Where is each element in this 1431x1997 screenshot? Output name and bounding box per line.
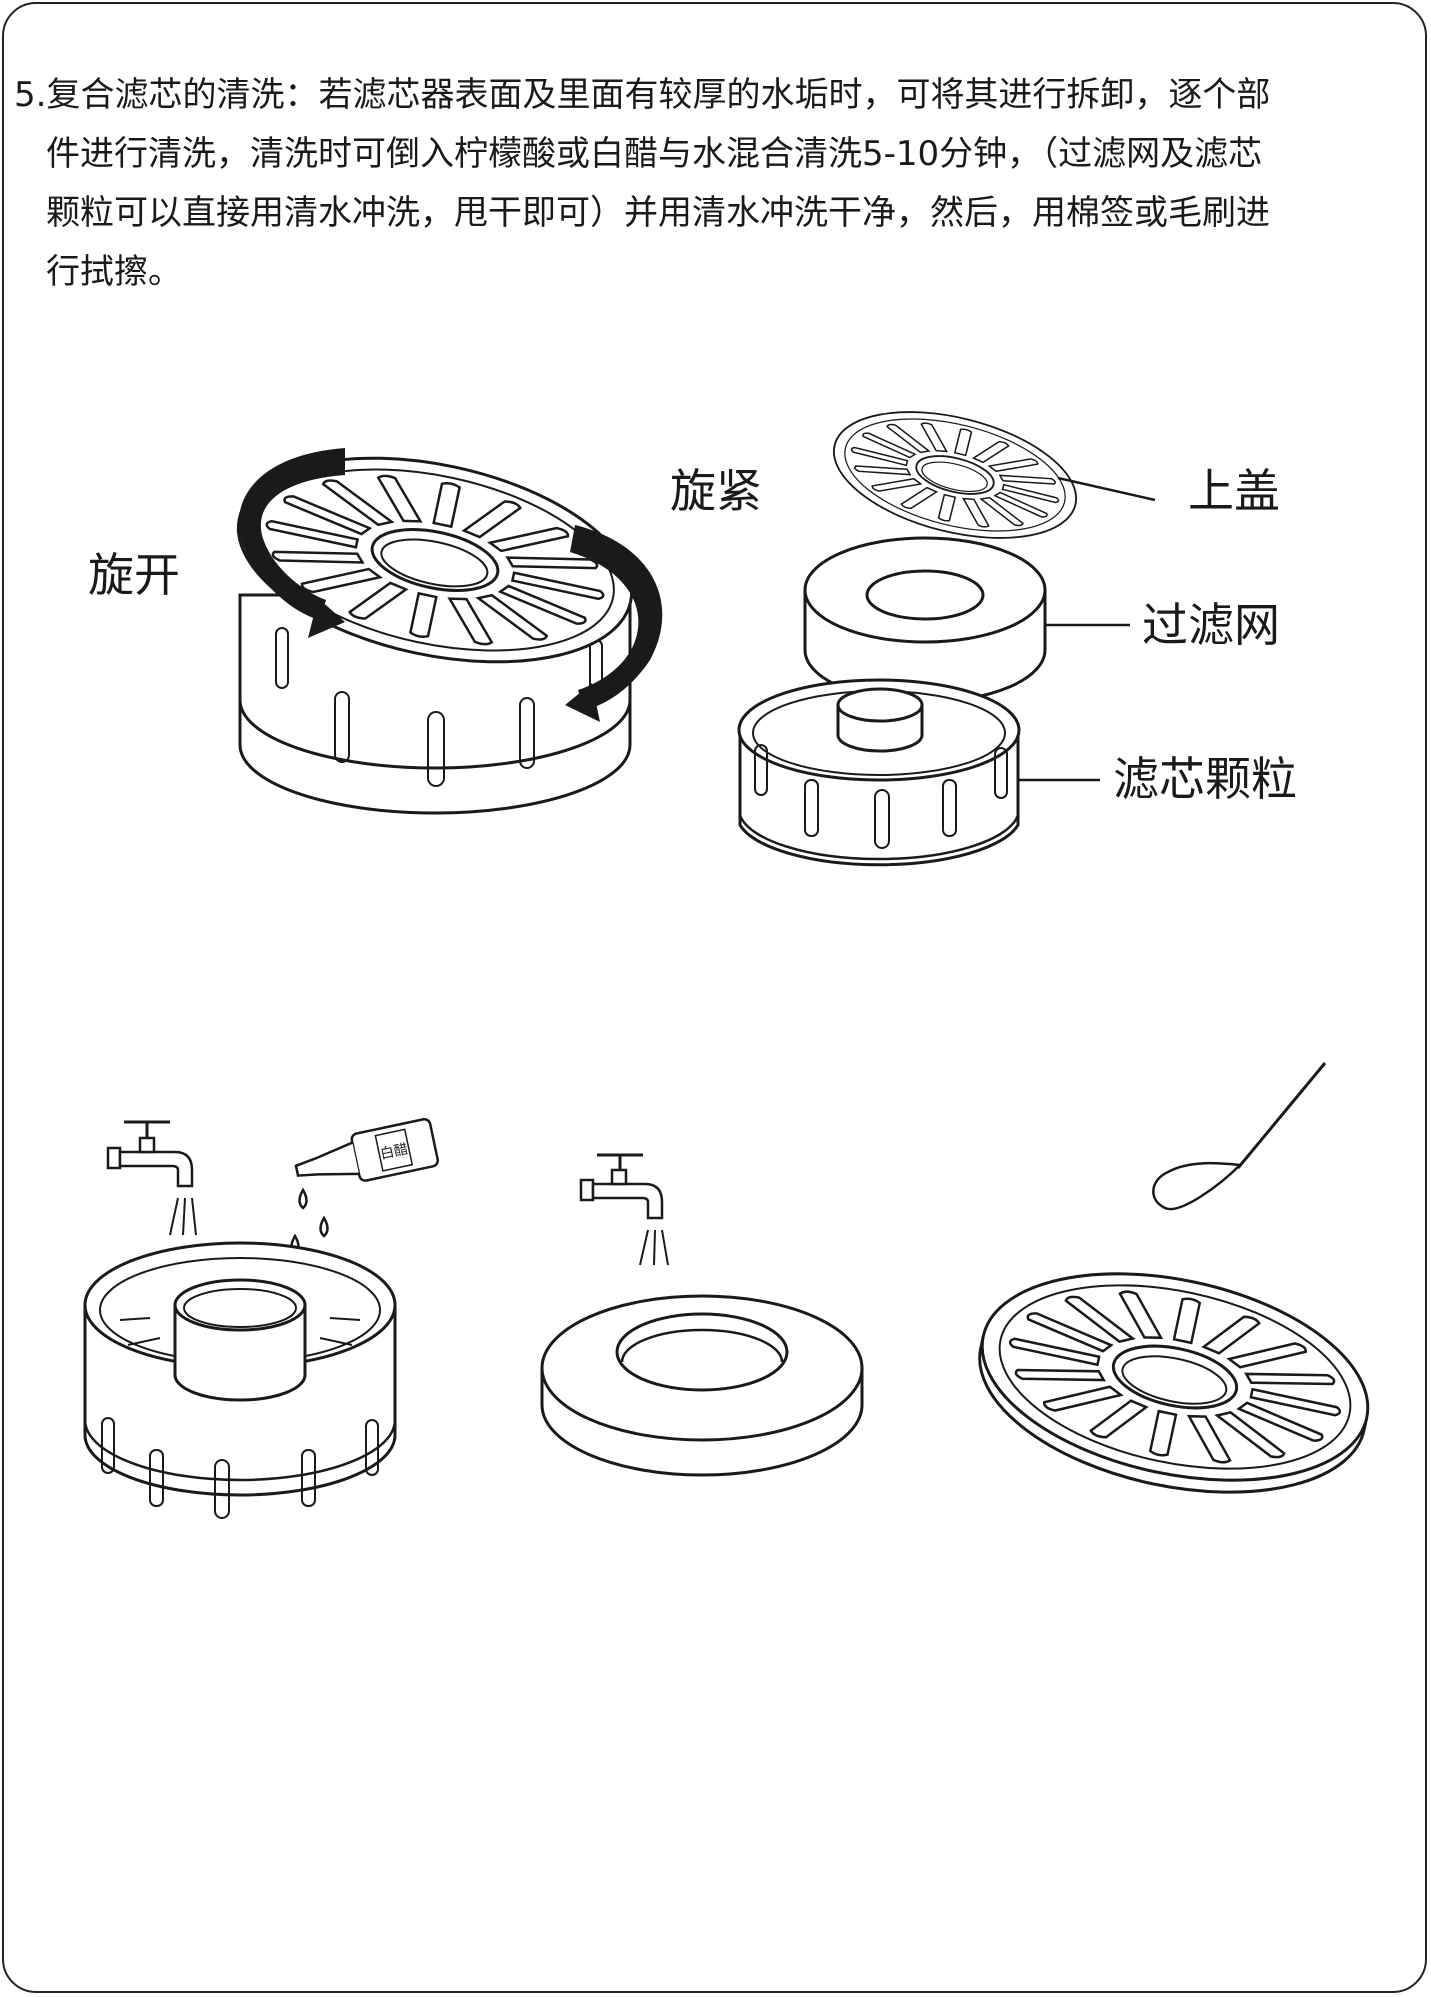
cover-slot [1043,1385,1124,1412]
cover-slot [1201,1315,1261,1355]
cover-slot [854,465,912,476]
cover-slot [993,491,1048,518]
cover-slot [432,482,461,529]
instruction-line-2: 件进行清洗，清洗时可倒入柠檬酸或白醋与水混合清洗5-10分钟，（过滤网及滤芯 [46,134,1263,174]
instruction-line-3: 颗粒可以直接用清水冲洗，甩干即可）并用清水冲洗干净，然后，用棉签或毛刷进 [46,193,1270,233]
label-filter-mesh: 过滤网 [1142,598,1280,652]
cover-slot [510,571,605,601]
cover-slot [871,477,923,492]
vinegar-bottle-icon: 白醋 [294,1117,440,1182]
cover-slot [300,567,383,594]
water-drop-icon [290,1187,329,1256]
top-cover-disk [961,1239,1389,1515]
vinegar-bottle-label: 白醋 [379,1141,410,1162]
cover-slot [850,446,909,467]
label-filter-granules: 滤芯颗粒 [1113,752,1297,806]
cover-slot [1014,1368,1106,1382]
cover-slot [1026,1312,1114,1353]
assembled-filter-cartridge [218,423,652,815]
cover-slot [979,496,1024,527]
cover-slot [271,550,365,564]
cover-slot [321,479,395,527]
cover-slot [497,584,587,625]
cover-slot [1226,1342,1307,1369]
faucet-icon [579,1153,669,1266]
label-tighten: 旋紧 [670,464,762,518]
cover-slot [1236,1401,1324,1442]
cover-slot [1244,1372,1336,1386]
faucet-icon [106,1120,197,1236]
cover-slot [1064,1295,1136,1343]
label-unscrew: 旋开 [88,548,180,602]
cover-slot [376,474,423,523]
cover-slot [347,581,409,620]
filter-mesh-ring [540,1294,864,1477]
cover-slot [998,474,1056,485]
cover-slot [265,519,360,549]
cover-slot [1186,1414,1232,1464]
cover-slot [1214,1411,1286,1459]
cover-slot [937,493,957,522]
exploded-filter-cartridge [737,388,1156,867]
instruction-line-4: 行拭擦。 [46,252,182,292]
cover-slot [1172,1297,1202,1345]
cover-slot [862,432,917,459]
rotate-arrow-icon [238,448,663,722]
cover-slot [886,423,931,454]
cover-slot [953,428,973,457]
cover-slot [962,497,990,528]
cover-slot [461,500,523,539]
top-cover-slots [850,422,1060,528]
cover-slot [1089,1399,1149,1439]
cover-slot [920,422,948,453]
cover-slot [971,440,1010,464]
cover-slot [409,591,438,638]
cover-slots [1008,1290,1342,1464]
cover-slot [487,526,570,553]
cover-slots [265,474,605,646]
cover-slot [1118,1290,1164,1340]
instruction-line-1: 5.复合滤芯的清洗：若滤芯器表面及里面有较厚的水垢时，可将其进行拆卸，逐个部 [14,75,1271,115]
cover-slot [447,597,494,646]
label-top-cover: 上盖 [1188,464,1280,518]
cover-slot [900,486,939,510]
cover-slot [1249,1387,1342,1417]
cover-slot [1001,483,1060,504]
cover-slot [987,458,1039,473]
cover-slot [1008,1337,1101,1367]
cover-slot [475,593,549,641]
cleaning-instructions: 5.复合滤芯的清洗：若滤芯器表面及里面有较厚的水垢时，可将其进行拆卸，逐个部 件… [14,66,1419,302]
cover-slot [1148,1409,1178,1457]
cover-slot [283,495,373,536]
filter-granule-housing [83,1241,397,1519]
cotton-swab-icon [1152,1062,1327,1211]
